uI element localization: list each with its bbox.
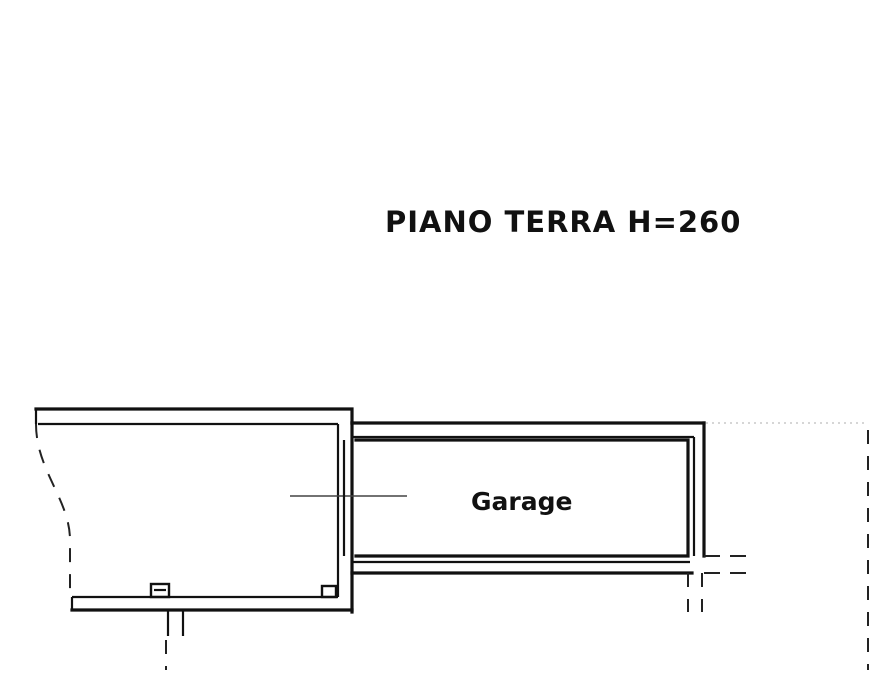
room-label-garage: Garage [471, 487, 572, 516]
right-dashed-boundary [687, 422, 869, 670]
garage-walls [342, 421, 706, 575]
plan-title: PIANO TERRA H=260 [385, 205, 741, 239]
bottom-stub [165, 610, 185, 670]
bottom-wall-fixtures [149, 582, 338, 599]
left-curved-boundary [35, 423, 71, 597]
left-room-walls [34, 407, 354, 614]
